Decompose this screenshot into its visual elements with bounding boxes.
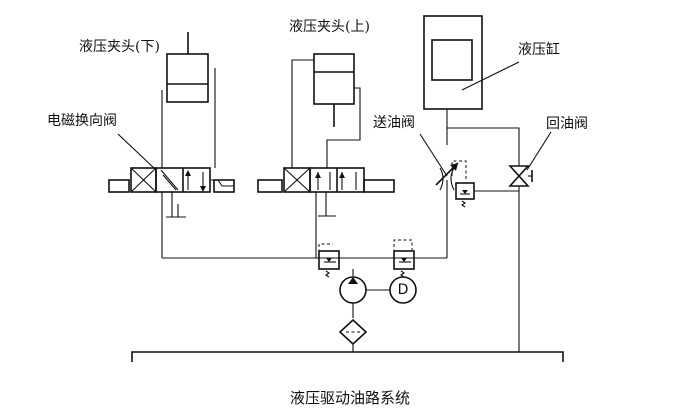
check-valve [455,182,519,208]
label-cylinder: 液压缸 [518,42,560,58]
feed-valve [435,160,467,191]
solenoid-valve-left [108,167,235,218]
diagram-caption: 液压驱动油路系统 [290,389,411,407]
label-feed-valve: 送油阀 [373,115,415,131]
clamp-lower-cylinder [161,32,216,168]
relief-valve-right [393,239,415,278]
solenoid-valve-middle [257,167,395,217]
label-clamp-upper: 液压夹头(上) [289,19,370,35]
label-solenoid-valve: 电磁换向阀 [47,113,117,129]
motor-letter: D [397,282,409,298]
label-leaders [117,61,552,177]
oil-filter [338,318,368,352]
label-clamp-lower: 液压夹头(下) [79,39,160,55]
relief-valve-left [318,243,340,278]
electric-motor [389,276,417,304]
clamp-upper-cylinder [291,53,361,168]
base-bracket [131,351,564,362]
main-cylinder [423,15,520,352]
label-return-valve: 回油阀 [546,116,588,132]
return-valve [508,165,533,187]
supply-lines [161,180,448,259]
pump [339,269,390,318]
